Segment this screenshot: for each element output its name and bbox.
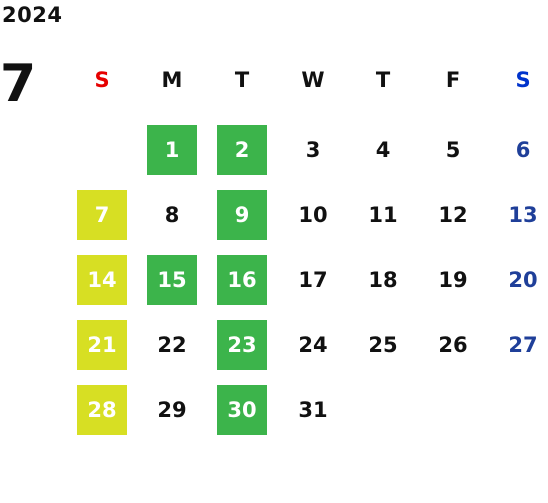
- day-cell-5[interactable]: 5: [445, 138, 461, 162]
- day-cell-25[interactable]: 25: [368, 333, 398, 357]
- weekday-header-fri: F: [445, 68, 461, 92]
- day-cell-31[interactable]: 31: [298, 398, 328, 422]
- day-cell-14[interactable]: 14: [77, 255, 127, 305]
- day-cell-3[interactable]: 3: [305, 138, 321, 162]
- month-number: 7: [0, 54, 37, 114]
- day-cell-8[interactable]: 8: [164, 203, 180, 227]
- weekday-header-sun: S: [94, 68, 110, 92]
- day-cell-10[interactable]: 10: [298, 203, 328, 227]
- day-cell-11[interactable]: 11: [368, 203, 398, 227]
- day-cell-12[interactable]: 12: [438, 203, 468, 227]
- day-cell-15[interactable]: 15: [147, 255, 197, 305]
- day-cell-24[interactable]: 24: [298, 333, 328, 357]
- day-cell-28[interactable]: 28: [77, 385, 127, 435]
- weekday-header-thu: T: [375, 68, 391, 92]
- day-cell-27[interactable]: 27: [508, 333, 538, 357]
- day-cell-16[interactable]: 16: [217, 255, 267, 305]
- year-label: 2024: [2, 3, 63, 27]
- day-cell-29[interactable]: 29: [157, 398, 187, 422]
- weekday-header-sat: S: [515, 68, 531, 92]
- weekday-header-tue: T: [234, 68, 250, 92]
- day-cell-1[interactable]: 1: [147, 125, 197, 175]
- day-cell-6[interactable]: 6: [515, 138, 531, 162]
- day-cell-21[interactable]: 21: [77, 320, 127, 370]
- weekday-header-wed: W: [301, 68, 325, 92]
- weekday-header-mon: M: [161, 68, 183, 92]
- day-cell-26[interactable]: 26: [438, 333, 468, 357]
- day-cell-7[interactable]: 7: [77, 190, 127, 240]
- day-cell-4[interactable]: 4: [375, 138, 391, 162]
- day-cell-9[interactable]: 9: [217, 190, 267, 240]
- day-cell-23[interactable]: 23: [217, 320, 267, 370]
- day-cell-19[interactable]: 19: [438, 268, 468, 292]
- day-cell-2[interactable]: 2: [217, 125, 267, 175]
- day-cell-30[interactable]: 30: [217, 385, 267, 435]
- day-cell-18[interactable]: 18: [368, 268, 398, 292]
- day-cell-13[interactable]: 13: [508, 203, 538, 227]
- day-cell-22[interactable]: 22: [157, 333, 187, 357]
- day-cell-20[interactable]: 20: [508, 268, 538, 292]
- day-cell-17[interactable]: 17: [298, 268, 328, 292]
